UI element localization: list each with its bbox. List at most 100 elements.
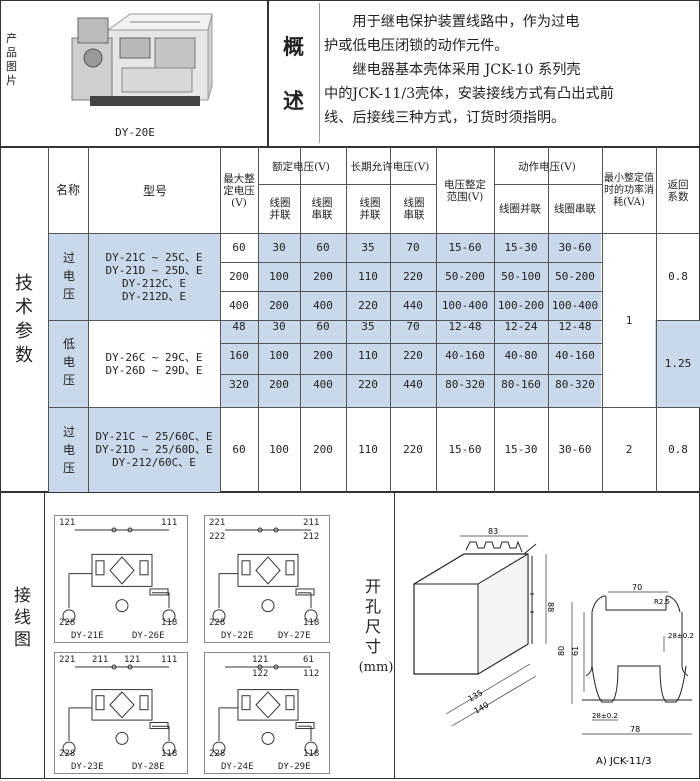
table-cell: 30 bbox=[272, 320, 286, 333]
grid-line bbox=[220, 291, 602, 292]
table-cell: 200 bbox=[229, 270, 249, 283]
table-cell: 15-30 bbox=[504, 241, 538, 254]
table-cell: 40-80 bbox=[504, 349, 538, 362]
table-cell: 320 bbox=[229, 378, 249, 391]
dimension-label: 80 bbox=[557, 646, 566, 656]
table-cell: 60 bbox=[316, 320, 330, 333]
table-cell: 48 bbox=[232, 320, 246, 333]
table-cell: 80-160 bbox=[501, 378, 541, 391]
table-cell: 200 bbox=[269, 378, 289, 391]
dimension-label: 88 bbox=[546, 602, 555, 612]
header-range: 电压整定范围(V) bbox=[444, 179, 486, 203]
grid-line bbox=[656, 320, 700, 321]
table-cell: 35 bbox=[361, 241, 375, 254]
tech-label: 技术参数 bbox=[15, 273, 33, 366]
terminal-label: DY-27E bbox=[278, 631, 311, 641]
table-cell: 100-200 bbox=[497, 299, 545, 312]
header-max-voltage: 最大整定电压(V) bbox=[223, 173, 255, 209]
table-cell: 200 bbox=[313, 270, 333, 283]
grid-line bbox=[48, 407, 700, 408]
cutout-label: 开孔尺寸 bbox=[365, 577, 382, 656]
terminal-label: DY-28E bbox=[132, 762, 165, 772]
grid-line bbox=[390, 147, 391, 492]
cutout-unit: (mm) bbox=[358, 660, 394, 675]
table-cell: 30-60 bbox=[558, 241, 592, 254]
terminal-label: 212 bbox=[303, 532, 320, 542]
terminal-label: 118 bbox=[303, 749, 320, 759]
table-cell: 70 bbox=[406, 241, 420, 254]
terminal-label: 112 bbox=[303, 669, 320, 679]
cutout-drawing: 83 88 135 140 70 R2.5 28±0.2 80 61 28±0.… bbox=[396, 494, 698, 777]
table-cell: 400 bbox=[313, 378, 333, 391]
product-panel bbox=[0, 0, 268, 147]
terminal-label: 118 bbox=[161, 618, 178, 628]
table-cell: 60 bbox=[232, 241, 246, 254]
header-action-series: 线圈串联 bbox=[554, 203, 596, 215]
group3-name: 过电压 bbox=[62, 425, 75, 475]
return-value-2: 1.25 bbox=[664, 357, 692, 370]
product-model: DY-20E bbox=[115, 126, 155, 139]
header-longterm-series: 线圈串联 bbox=[403, 197, 425, 221]
table-cell: 60 bbox=[232, 443, 246, 456]
table-cell: 50-100 bbox=[501, 270, 541, 283]
cutout-caption: A) JCK-11/3 bbox=[596, 756, 651, 767]
wiring-divider bbox=[44, 492, 45, 779]
table-cell: 220 bbox=[358, 299, 378, 312]
grid-line bbox=[602, 147, 603, 492]
terminal-label: 122 bbox=[252, 669, 269, 679]
table-cell: 200 bbox=[313, 349, 333, 362]
terminal-label: DY-21E bbox=[71, 631, 104, 641]
terminal-label: 228 bbox=[59, 749, 76, 759]
relay-photo bbox=[60, 8, 215, 113]
terminal-label: 211 bbox=[303, 518, 320, 528]
return-value-1: 0.8 bbox=[668, 270, 688, 283]
terminal-label: 228 bbox=[209, 749, 226, 759]
table-cell: 40-160 bbox=[555, 349, 595, 362]
table-cell: 12-48 bbox=[448, 320, 482, 333]
table-cell: 100-400 bbox=[441, 299, 489, 312]
table-cell: 400 bbox=[313, 299, 333, 312]
header-action-parallel: 线圈并联 bbox=[499, 203, 541, 215]
table-cell: 110 bbox=[358, 349, 378, 362]
table-cell: 50-200 bbox=[555, 270, 595, 283]
return-value-3: 0.8 bbox=[668, 443, 688, 456]
product-label: 产品图片 bbox=[6, 32, 17, 87]
dimension-label: 28±0.2 bbox=[668, 632, 694, 640]
overview-label: 概述 bbox=[283, 34, 304, 113]
grid-line bbox=[548, 147, 549, 492]
grid-line bbox=[494, 184, 602, 185]
table-cell: 220 bbox=[358, 378, 378, 391]
header-min-power: 最小整定值时的功率消耗(VA) bbox=[604, 173, 654, 208]
table-cell: 15-60 bbox=[448, 443, 482, 456]
overview-line-2: 护或低电压闭锁的动作元件。 bbox=[324, 38, 509, 54]
grid-line bbox=[258, 147, 259, 492]
terminal-label: 222 bbox=[209, 532, 226, 542]
terminal-label: 211 bbox=[92, 655, 109, 665]
terminal-label: 118 bbox=[303, 618, 320, 628]
table-cell: 100 bbox=[269, 349, 289, 362]
table-cell: 12-48 bbox=[558, 320, 592, 333]
table-cell: 40-160 bbox=[445, 349, 485, 362]
table-cell: 80-320 bbox=[555, 378, 595, 391]
group1-fill bbox=[48, 233, 220, 320]
group1-name: 过电压 bbox=[62, 251, 75, 301]
table-cell: 60 bbox=[316, 241, 330, 254]
grid-line bbox=[220, 262, 602, 263]
group1-model-2: DY-21D ~ 25D、E bbox=[105, 263, 203, 277]
dimension-label: R2.5 bbox=[654, 598, 670, 606]
dimension-label: 83 bbox=[488, 527, 498, 536]
table-cell: 80-320 bbox=[445, 378, 485, 391]
group3-model-1: DY-21C ~ 25/60C、E bbox=[95, 430, 213, 443]
table-cell: 400 bbox=[229, 299, 249, 312]
terminal-label: 111 bbox=[161, 655, 178, 665]
grid-line bbox=[48, 147, 49, 492]
grid-line bbox=[88, 147, 89, 492]
group2-name: 低电压 bbox=[62, 337, 75, 387]
table-cell: 440 bbox=[403, 378, 423, 391]
dimension-label: 61 bbox=[571, 646, 580, 656]
header-rated-series: 线圈串联 bbox=[311, 197, 333, 221]
group2-model-1: DY-26C ~ 29C、E bbox=[105, 350, 203, 364]
overview-line-1: 用于继电保护装置线路中，作为过电 bbox=[324, 14, 580, 30]
group1-model-4: DY-212D、E bbox=[122, 289, 186, 303]
